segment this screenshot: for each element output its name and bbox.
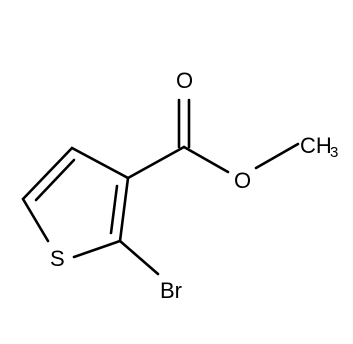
atom-sulfur: S: [50, 246, 65, 271]
bond-c3-ccarbonyl: [126, 145, 186, 180]
bond-c3-c2-inner: [109, 184, 119, 235]
atom-methyl: CH: [300, 133, 332, 158]
atom-oxygen-carbonyl: O: [176, 68, 193, 93]
bond-c2-s1: [72, 239, 122, 259]
bond-c2-br: [118, 239, 160, 276]
bond-c4-c3: [70, 146, 130, 180]
atom-bromine: Br: [160, 278, 182, 303]
bond-c5-c4-inner: [34, 158, 76, 202]
bond-c5-c4: [21, 146, 74, 201]
bond-oester-methyl: [254, 142, 300, 170]
bond-s1-c5: [21, 197, 50, 243]
atom-oxygen-ester: O: [234, 168, 251, 193]
atom-methyl-subscript: 3: [330, 144, 338, 161]
bond-ccarbonyl-oester: [182, 145, 230, 174]
bond-c3-c2: [118, 176, 130, 243]
